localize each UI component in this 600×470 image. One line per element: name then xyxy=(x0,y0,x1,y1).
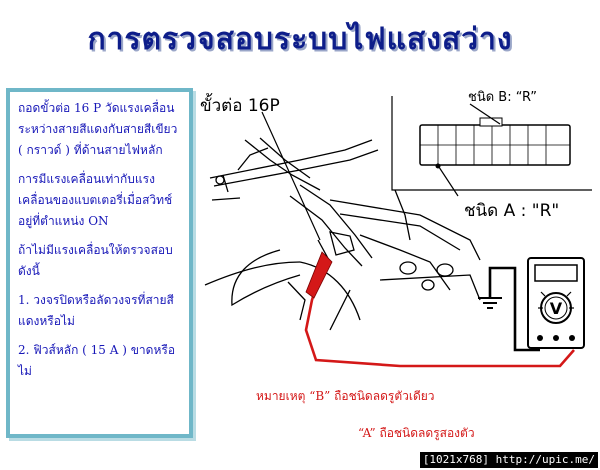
note-if-no-voltage: ถ้าไม่มีแรงเคลื่อนให้ตรวจสอบดังนี้ xyxy=(18,243,173,278)
wiring-diagram: V xyxy=(204,96,592,368)
ground-lead xyxy=(478,266,540,352)
type-b-label: ชนิด B: “R” xyxy=(468,90,537,105)
connector-leader-line xyxy=(261,111,321,241)
probe-remark-b: หมายเหตุ “B” ถือชนิดลดรูตัวเดียว xyxy=(256,389,435,403)
connector-inset xyxy=(391,96,592,197)
page-title: การตรวจสอบระบบไฟแสงสว่าง xyxy=(87,22,513,57)
image-host-watermark: [1021x768] http://upic.me/ xyxy=(419,452,598,468)
note-check-red-wire: 1. วงจรปิดหรือลัดวงจรที่สายสีแดงหรือไม่ xyxy=(18,293,174,328)
red-probe-lead xyxy=(304,251,575,368)
note-expected-voltage: การมีแรงเคลื่อนเท่ากับแรงเคลื่อนของแบตเต… xyxy=(18,172,173,228)
multimeter-volt-symbol: V xyxy=(550,299,563,318)
probe-remark-a: “A” ถือชนิดลดรูสองตัว xyxy=(358,426,475,440)
multimeter-icon xyxy=(527,257,585,349)
motorcycle-front-illustration xyxy=(204,137,481,331)
instruction-panel: ถอดขั้วต่อ 16 P วัดแรงเคลื่อนระหว่างสายส… xyxy=(6,88,193,438)
note-check-main-fuse: 2. ฟิวส์หลัก ( 15 A ) ขาดหรือไม่ xyxy=(18,343,176,378)
note-step-measure: ถอดขั้วต่อ 16 P วัดแรงเคลื่อนระหว่างสายส… xyxy=(18,101,178,157)
connector-16p-label: ขั้วต่อ 16P xyxy=(200,96,280,116)
type-a-label: ชนิด A : "R" xyxy=(464,201,560,221)
